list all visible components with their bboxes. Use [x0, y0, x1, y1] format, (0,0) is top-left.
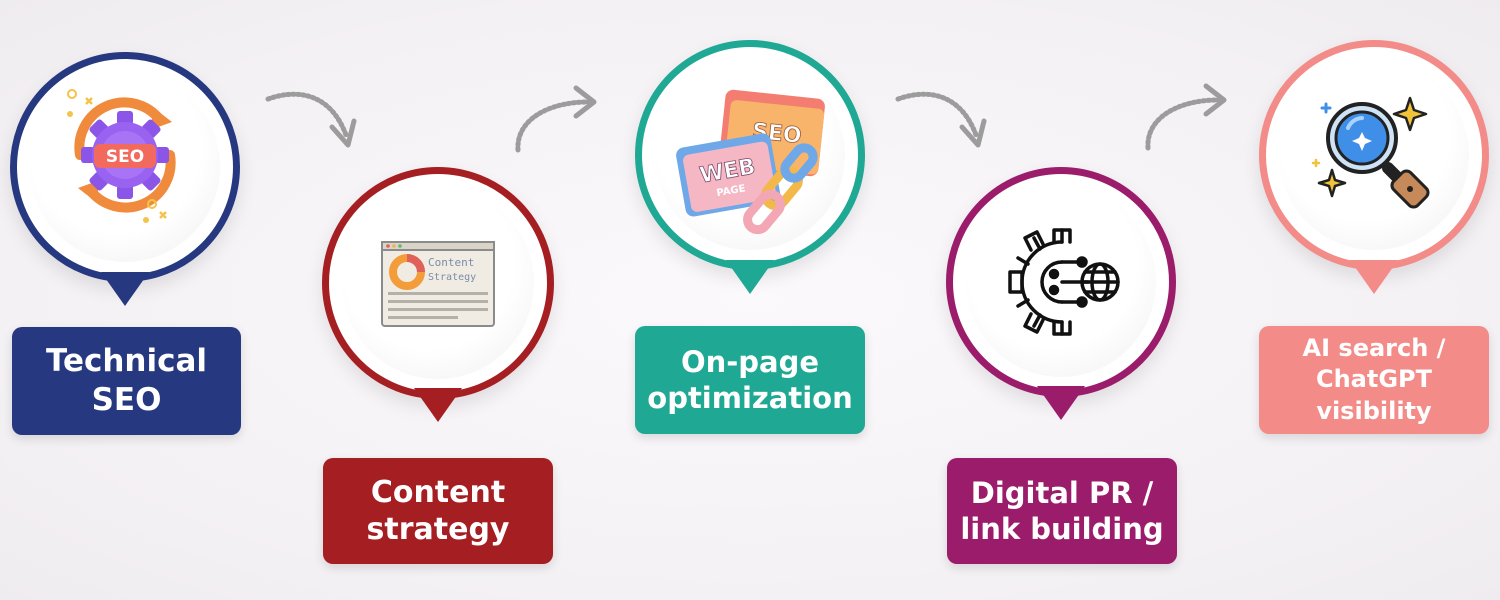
svg-text:SEO: SEO [106, 147, 144, 167]
web-page-link-icon: SEO WEB PAGE [676, 89, 825, 235]
flow-arrow-4 [1145, 83, 1227, 151]
pin-tip [101, 272, 149, 306]
gear-globe-network-icon [1008, 228, 1120, 336]
flow-arrow-2 [515, 85, 597, 153]
svg-text:Strategy: Strategy [428, 272, 476, 283]
step-label-technical-seo: Technical SEO [12, 327, 241, 435]
seo-gear-icon: SEO [67, 89, 176, 223]
pin-tip [414, 388, 462, 422]
svg-text:WEB: WEB [698, 154, 758, 188]
magnifier-sparkle-icon [1311, 96, 1430, 209]
svg-text:Content: Content [428, 256, 474, 269]
step-label-on-page-optimization: On-page optimization [635, 326, 865, 434]
step-label-digital-pr: Digital PR / link building [947, 458, 1177, 564]
pin-tip [726, 260, 774, 294]
step-label-ai-search: AI search / ChatGPT visibility [1259, 326, 1489, 434]
flow-arrow-3 [895, 91, 987, 148]
pin-tip [1037, 386, 1085, 420]
pin-tip [1350, 260, 1398, 294]
content-strategy-document-icon: Content Strategy [381, 241, 495, 327]
svg-text:PAGE: PAGE [716, 183, 747, 199]
step-label-content-strategy: Content strategy [323, 458, 553, 564]
flow-arrow-1 [265, 91, 357, 148]
